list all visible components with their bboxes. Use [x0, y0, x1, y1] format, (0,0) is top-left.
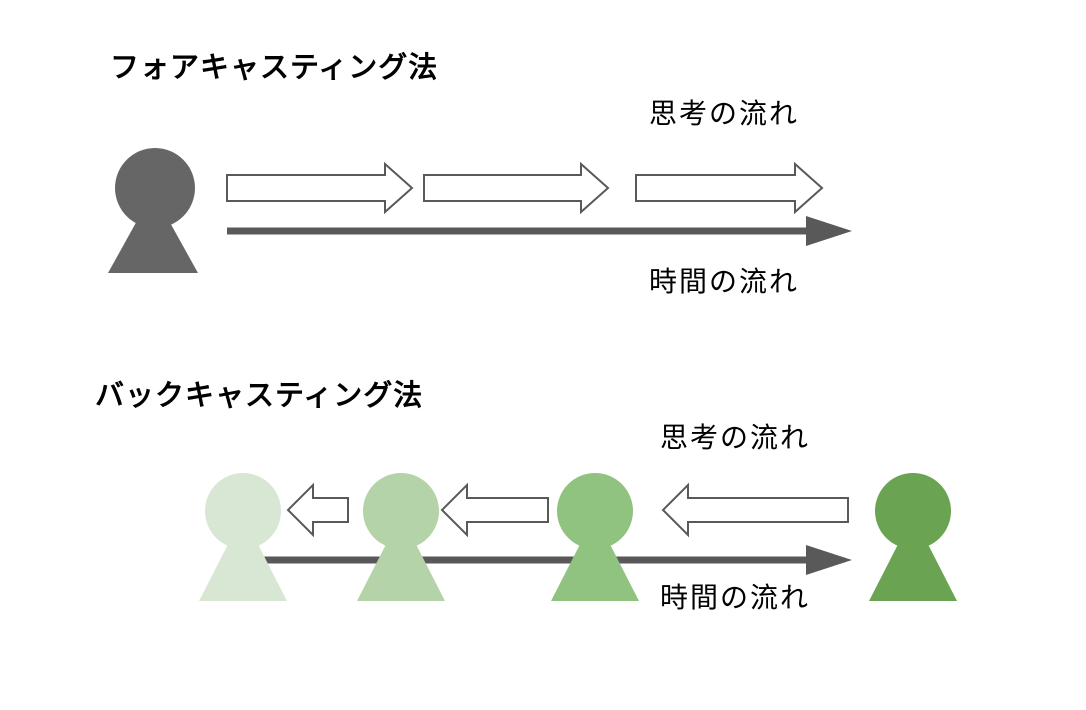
forecasting-time-label: 時間の流れ [649, 265, 800, 298]
forecasting-title: フォアキャスティング法 [110, 50, 439, 84]
backcasting-thought-arrows [286, 482, 849, 538]
person-body [357, 515, 445, 601]
person-head [363, 473, 439, 549]
person-icon-green-step-1 [199, 473, 287, 601]
person-icon-green-step-2 [357, 473, 445, 601]
thought-arrow-right-1-icon [226, 161, 414, 215]
person-icon-green-step-4 [869, 473, 957, 601]
person-head [115, 148, 195, 228]
forecasting-timeline-arrow-icon [227, 216, 852, 246]
forecasting-thinking-label: 思考の流れ [649, 97, 800, 130]
person-body [551, 515, 639, 601]
person-body [108, 192, 198, 273]
backcasting-title: バックキャスティング法 [95, 378, 424, 412]
backcasting-thinking-label: 思考の流れ [660, 421, 811, 454]
thought-arrow-left-2-icon [440, 482, 549, 538]
backcasting-diagram [199, 473, 957, 601]
person-head [875, 473, 951, 549]
person-body [199, 515, 287, 601]
forecasting-thought-arrows [226, 161, 824, 215]
person-icon-green-step-3 [551, 473, 639, 601]
backcasting-timeline-arrow-icon [240, 545, 852, 575]
thought-arrow-right-3-icon [635, 161, 824, 215]
thought-arrow-right-2-icon [423, 161, 610, 215]
backcasting-time-label: 時間の流れ [660, 581, 811, 614]
person-head [557, 473, 633, 549]
thought-arrow-left-3-icon [661, 482, 849, 538]
forecasting-diagram [108, 148, 852, 273]
person-body [869, 515, 957, 601]
person-head [205, 473, 281, 549]
thought-arrow-left-1-icon [286, 482, 349, 538]
person-icon-gray [108, 148, 198, 273]
